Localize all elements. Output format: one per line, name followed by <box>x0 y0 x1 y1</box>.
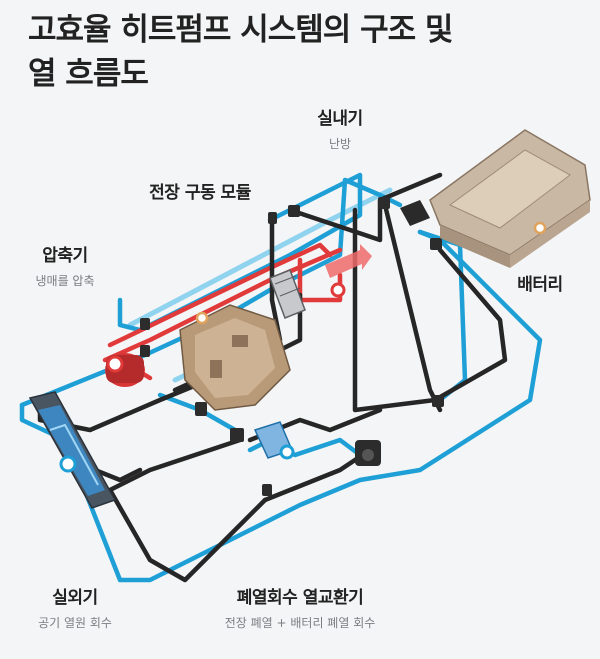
battery-title: 배터리 <box>517 275 563 295</box>
recovery-heat-exchanger <box>253 421 295 460</box>
battery-chiller <box>400 200 430 226</box>
compressor <box>105 353 145 387</box>
heat-exchanger <box>269 269 306 319</box>
diagram-title: 고효율 히트펌프 시스템의 구조 및 열 흐름도 <box>28 8 568 96</box>
title-line-2: 열 흐름도 <box>28 56 149 92</box>
label-recovery-heat-exchanger: 폐열회수 열교환기 전장 폐열 + 배터리 폐열 회수 <box>200 583 400 631</box>
heat-arrow <box>325 244 372 298</box>
compressor-title: 압축기 <box>42 246 88 266</box>
label-drive-module: 전장 구동 모듈 <box>130 178 270 203</box>
indoor-unit-title: 실내기 <box>317 109 363 129</box>
outdoor-unit-subtitle: 공기 열원 회수 <box>38 616 112 630</box>
outdoor-unit-title: 실외기 <box>52 588 98 608</box>
battery-pack <box>429 129 591 268</box>
water-pump <box>355 440 381 466</box>
indoor-unit-subtitle: 난방 <box>328 137 352 151</box>
outdoor-unit <box>28 391 117 509</box>
label-battery: 배터리 <box>505 270 575 295</box>
compressor-subtitle: 냉매를 압축 <box>35 274 95 288</box>
title-line-1: 고효율 히트펌프 시스템의 구조 및 <box>28 12 453 48</box>
label-compressor: 압축기 냉매를 압축 <box>20 241 110 289</box>
recovery-title: 폐열회수 열교환기 <box>236 588 364 608</box>
drive-module-title: 전장 구동 모듈 <box>149 183 251 203</box>
label-indoor-unit: 실내기 난방 <box>305 104 375 152</box>
valves <box>140 197 444 496</box>
recovery-subtitle: 전장 폐열 + 배터리 폐열 회수 <box>224 616 376 630</box>
label-outdoor-unit: 실외기 공기 열원 회수 <box>20 583 130 631</box>
drive-module <box>179 304 291 411</box>
